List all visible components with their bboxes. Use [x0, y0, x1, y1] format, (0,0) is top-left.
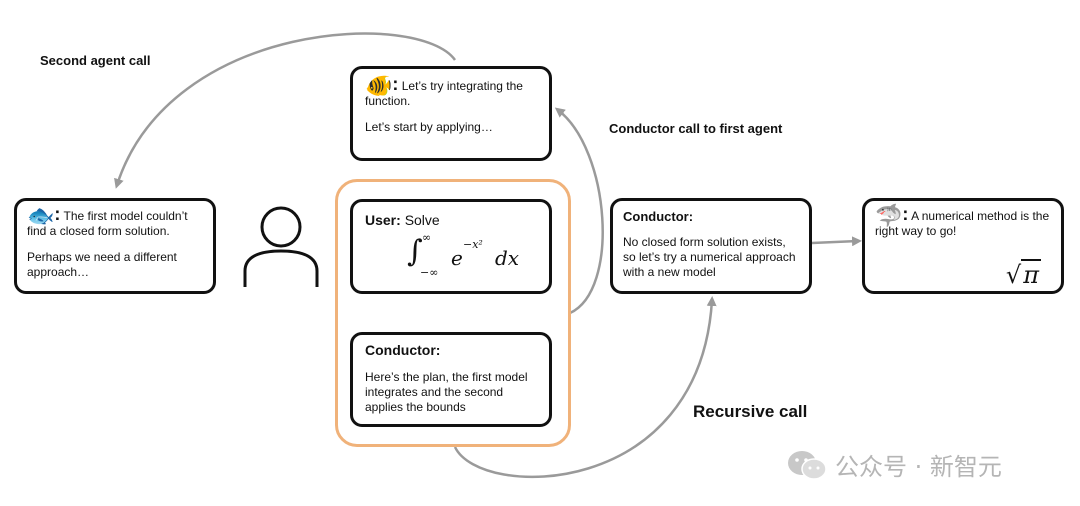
second-agent-call-arrow	[114, 32, 457, 189]
agent2-line2: Perhaps we need a different approach…	[27, 250, 177, 279]
watermark: 公众号 · 新智元	[785, 447, 1002, 482]
conductor-group-frame	[335, 179, 571, 447]
conductor-call-first-agent-arrow	[554, 107, 604, 315]
conductor-inner-label: Conductor:	[365, 342, 441, 358]
watermark-text: 公众号 · 新智元	[835, 453, 1002, 481]
recursive-call-arrow	[453, 296, 717, 479]
conductor-right-box: Conductor: No closed form solution exist…	[610, 198, 812, 294]
agent3-text: A numerical method is the right way to g…	[875, 209, 1050, 238]
agent3-box: 🦈: A numerical method is the right way t…	[862, 198, 1064, 294]
wechat-icon	[788, 450, 827, 480]
conductor-right-label: Conductor:	[623, 209, 694, 224]
second-agent-call-label: Second agent call	[40, 53, 151, 68]
agent2-box: 🐟: The first model couldn’t find a close…	[14, 198, 216, 294]
user-label: User:	[365, 212, 401, 228]
conductor-inner-text: Here’s the plan, the first model integra…	[365, 370, 528, 414]
recursive-call-label: Recursive call	[693, 402, 808, 421]
agent2-line1: The first model couldn’t find a closed f…	[27, 209, 188, 238]
conductor-to-agent3-arrow	[811, 236, 862, 247]
conductor-right-text: No closed form solution exists, so let’s…	[623, 235, 796, 279]
shark-icon: 🦈	[875, 203, 903, 228]
user-box: User: Solve ∫ ∞ −∞ e −x² dx	[350, 199, 552, 294]
fish-icon: 🐟	[27, 203, 55, 228]
sqrt-pi-result: √π	[1005, 259, 1041, 289]
user-solve-text: Solve	[404, 212, 440, 228]
conductor-inner-box: Conductor: Here’s the plan, the first mo…	[350, 332, 552, 427]
tropical-fish-icon: 🐠	[365, 73, 393, 98]
user-person-icon	[243, 206, 319, 287]
conductor-call-label: Conductor call to first agent	[609, 121, 783, 136]
agent1-box: 🐠: Let’s try integrating the function. L…	[350, 66, 552, 161]
agent1-line2: Let’s start by applying…	[365, 120, 493, 134]
integral-expression: ∫ ∞ −∞ e −x² dx	[407, 231, 520, 279]
agent1-line1: Let’s try integrating the function.	[365, 79, 523, 108]
